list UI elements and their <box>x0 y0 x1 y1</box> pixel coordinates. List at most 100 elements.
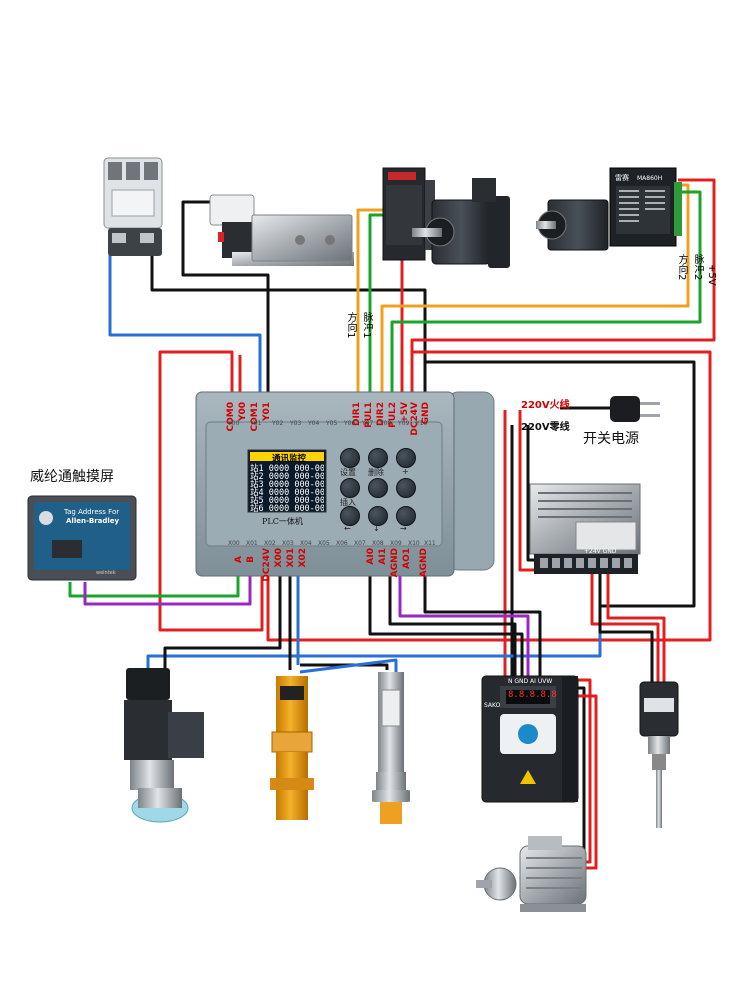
wires <box>68 178 716 870</box>
temperature-transmitter <box>639 681 679 828</box>
plc-key-2[interactable] <box>368 448 388 468</box>
wire-valve-black <box>181 200 270 392</box>
power-plug <box>560 396 660 422</box>
plc-pin-com0: COM0 <box>226 402 236 432</box>
plc-key-5[interactable] <box>368 478 388 498</box>
wire-ao1 <box>398 570 530 680</box>
plus5v-label: +5V <box>706 264 717 286</box>
wire-agnd <box>423 570 542 680</box>
plc-term-y03: Y03 <box>290 420 302 427</box>
lcd-row-2: 站2 0000 000-000 RS-1 <box>250 472 324 482</box>
plc-term-x11: X11 <box>424 540 436 547</box>
plc-key-label-delete: 删除 <box>368 468 384 477</box>
wire-servo-dir <box>356 208 385 392</box>
dir1-label: 方向1 <box>345 312 356 339</box>
wire-24v-red <box>266 350 712 642</box>
wire-temp-red2 <box>606 565 666 682</box>
plc-key-6[interactable] <box>396 478 416 498</box>
plc-pin-ai0: AI0 <box>366 548 376 565</box>
wire-prox-blue <box>299 658 398 674</box>
plc-term-x09: X09 <box>390 540 402 547</box>
servo-drive <box>382 167 435 261</box>
wire-switch-black <box>163 570 282 668</box>
hmi-label: 威纶通触摸屏 <box>30 469 114 485</box>
inverter-terminal-label: N GND AI UVW <box>508 678 553 685</box>
plc-term-y05: Y05 <box>326 420 338 427</box>
plc-pin-bottom-dc24v: DC24V <box>262 548 272 582</box>
ac-motor <box>476 836 587 912</box>
lcd-row-1: 站1 0000 000-000 RS-1 <box>250 464 324 474</box>
plc-key-3[interactable] <box>396 448 416 468</box>
plc-term-x01: X01 <box>246 540 258 547</box>
plc-pin-agnd-2: AGND <box>419 548 429 578</box>
proximity-sensor <box>372 672 410 824</box>
power-switch-label: 开关电源 <box>583 431 639 447</box>
plc-key-label-right: → <box>400 524 407 533</box>
stepper-motor <box>536 199 609 251</box>
wire-contactor-blue <box>108 255 262 392</box>
wire-temp-black <box>598 565 654 682</box>
plc-key-8[interactable] <box>368 506 388 526</box>
switching-psu <box>529 483 641 574</box>
stepper-driver-brand: 雷赛 <box>615 173 629 182</box>
lcd-header: 通讯监控 <box>272 454 307 464</box>
plc-pin-ao1: AO1 <box>402 548 412 569</box>
wire-ai1 <box>388 570 517 680</box>
plc-pin-y01: Y01 <box>262 402 272 422</box>
plc-key-9[interactable] <box>396 506 416 526</box>
plc-term-x00: X00 <box>228 540 240 547</box>
plc-key-label-plus: + <box>402 467 409 476</box>
inverter-brand: SAKO <box>484 702 501 709</box>
wire-temp-red <box>590 565 660 682</box>
stepper-driver-model: MA860H <box>637 175 662 182</box>
lcd-row-4: 站4 0000 000-000 RS-1 <box>250 488 324 498</box>
plc-term-y06: Y06 <box>344 420 356 427</box>
plc-pin-y00: Y00 <box>238 402 248 422</box>
inverter <box>481 675 579 803</box>
plc-key-1[interactable] <box>340 448 360 468</box>
plc-key-7[interactable] <box>340 506 360 526</box>
pulse1-label: 脉冲1 <box>361 312 372 339</box>
photoelectric-sensor <box>270 676 314 820</box>
plc-pin-b: B <box>246 556 256 563</box>
plc-term-x07: X07 <box>354 540 366 547</box>
plc-key-label-down: ↓ <box>373 524 380 533</box>
plc-pin-com1: COM1 <box>250 402 260 432</box>
plc-term-y00: Y00 <box>228 420 240 427</box>
plc-term-x05: X05 <box>318 540 330 547</box>
dir2-label: 方向2 <box>676 254 687 281</box>
lcd-row-6: 站6 0000 000-000 RS-1 <box>250 504 324 512</box>
plc-term-y07: Y07 <box>362 420 374 427</box>
plc-pin-x02: X02 <box>298 548 308 568</box>
hmi-screen-line2: Allen-Bradley <box>66 517 120 525</box>
ac-contactor <box>103 157 163 256</box>
plc-term-y08: Y08 <box>380 420 392 427</box>
plc-key-label-insert: 插入 <box>340 498 356 507</box>
neutral-line-label: 220V零线 <box>521 422 570 433</box>
plc-term-x08: X08 <box>372 540 384 547</box>
psu-terminal-label: +24V GND <box>584 548 617 555</box>
lcd-row-3: 站3 0000 000-000 RS-1 <box>250 480 324 490</box>
plc-term-y10: Y10 <box>416 420 428 427</box>
solenoid-valve <box>209 194 354 266</box>
plc-key-label-left: ← <box>344 524 351 533</box>
plc-pin-dc24v: DC24V <box>410 402 420 436</box>
wire-ai0 <box>368 570 524 680</box>
plc-pin-agnd-1: AGND <box>390 548 400 578</box>
plc-unit <box>195 391 495 577</box>
inverter-display: 8.8.8.8.8 <box>508 690 557 700</box>
plc-key-4[interactable] <box>340 478 360 498</box>
plc-term-y09: Y09 <box>398 420 410 427</box>
hmi-brand: weintek <box>96 570 116 576</box>
wire-motor-3 <box>565 694 598 870</box>
plc-model-name: PLC一体机 <box>262 517 303 526</box>
plc-key-label-set: 设置 <box>340 468 356 477</box>
limit-switch <box>124 668 204 823</box>
plc-term-x04: X04 <box>300 540 312 547</box>
plc-term-x03: X03 <box>282 540 294 547</box>
live-line-label: 220V火线 <box>521 400 570 411</box>
plc-term-y02: Y02 <box>272 420 284 427</box>
plc-term-x06: X06 <box>336 540 348 547</box>
wire-step-dir <box>380 183 690 392</box>
